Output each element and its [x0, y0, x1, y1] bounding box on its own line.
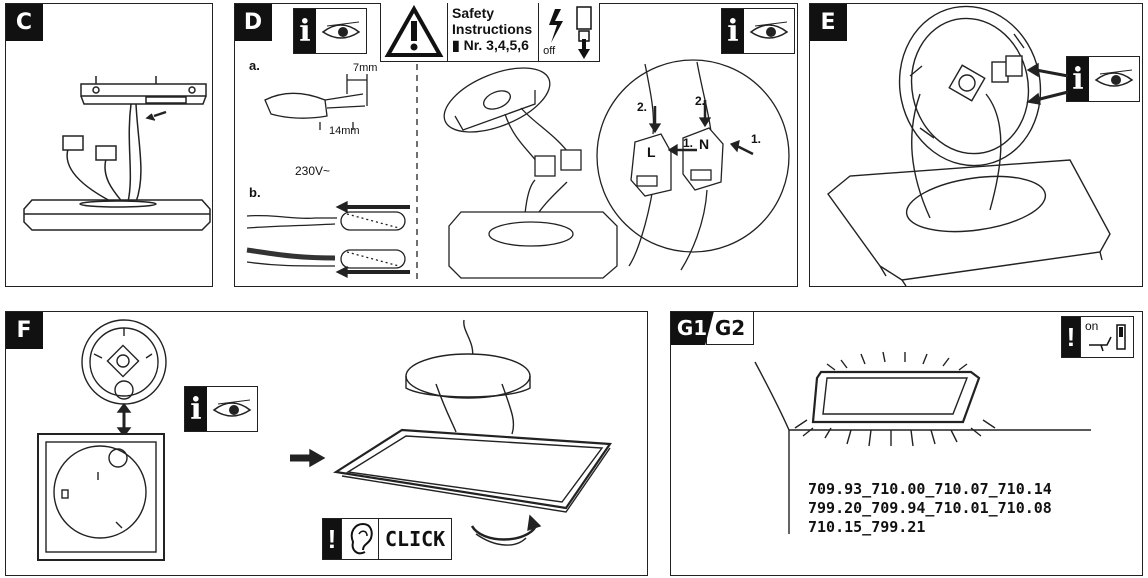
ear-icon — [341, 519, 378, 559]
model-code-line-3: 710.15_799.21 — [808, 518, 926, 536]
panel-f: F i — [5, 311, 648, 576]
step-2-arrow-label-left: 2. — [637, 100, 648, 114]
panel-label-d: D — [235, 4, 272, 41]
click-warning-box: ! CLICK — [322, 518, 453, 560]
power-on-box: ! on — [1061, 316, 1134, 358]
eye-icon — [744, 9, 794, 53]
safety-line-3: ▮ Nr. 3,4,5,6 — [452, 37, 529, 53]
panel-c: C — [5, 3, 213, 287]
panel-c-drawing — [23, 76, 211, 231]
info-letter: i — [1067, 57, 1089, 101]
eye-icon — [1089, 57, 1139, 101]
warning-letter: ! — [323, 519, 341, 559]
info-letter: i — [185, 387, 207, 431]
info-box-d-left: i — [293, 8, 367, 54]
lightning-switch-icon — [549, 6, 592, 59]
safety-line-1: Safety — [452, 5, 495, 21]
on-label: on — [1085, 319, 1099, 333]
voltage-label: 230V~ — [295, 164, 331, 178]
step-a-label: a. — [249, 58, 260, 73]
safety-line-2: Instructions — [452, 21, 533, 37]
panel-g: G1 G2 ! on 709.93_710.00_710.07_710.14 7… — [670, 311, 1143, 576]
eye-icon — [207, 387, 257, 431]
panel-label-g: G1 G2 — [671, 312, 754, 345]
safety-text: Safety Instructions ▮ Nr. 3,4,5,6 — [447, 3, 538, 61]
strip-length-short: 7mm — [353, 62, 378, 74]
panel-label-e: E — [810, 4, 847, 41]
info-box-e: i — [1066, 56, 1140, 102]
eye-icon — [316, 9, 366, 53]
info-box-d-right: i — [721, 8, 795, 54]
live-terminal-label: L — [647, 144, 656, 160]
strip-length-long: 14mm — [329, 125, 360, 137]
panel-e-drawing — [827, 5, 1111, 286]
hand-switch-icon — [1089, 324, 1126, 352]
info-letter: i — [722, 9, 744, 53]
manual-icon: ▮ — [452, 37, 464, 53]
model-code-line-2: 799.20_709.94_710.01_710.08 — [808, 499, 1052, 517]
model-code-line-1: 709.93_710.00_710.07_710.14 — [808, 480, 1052, 498]
neutral-terminal-label: N — [699, 136, 710, 152]
switch-on-indicator: on — [1080, 317, 1133, 357]
warning-triangle-icon — [381, 3, 447, 61]
step-1-arrow-label-right: 1. — [751, 132, 762, 146]
info-letter: i — [294, 9, 316, 53]
step-2-arrow-label-right: 2. — [695, 94, 706, 108]
model-code-list: 709.93_710.00_710.07_710.14 799.20_709.9… — [808, 480, 1052, 537]
panel-g-drawing — [754, 351, 1091, 534]
panel-label-f: F — [6, 312, 43, 349]
power-off-box: off — [538, 3, 599, 61]
step-1-arrow-label-left: 1. — [683, 136, 694, 150]
warning-letter: ! — [1062, 317, 1080, 357]
safety-instructions-box: Safety Instructions ▮ Nr. 3,4,5,6 off — [380, 3, 601, 62]
panel-f-drawing — [37, 319, 613, 561]
info-box-f: i — [184, 386, 258, 432]
panel-label-g2: G2 — [706, 312, 754, 345]
panel-e: E i — [809, 3, 1143, 287]
click-label: CLICK — [378, 519, 451, 559]
off-label: off — [543, 45, 556, 57]
panel-label-c: C — [6, 4, 43, 41]
panel-d-drawing — [246, 59, 790, 284]
step-b-label: b. — [249, 185, 261, 200]
